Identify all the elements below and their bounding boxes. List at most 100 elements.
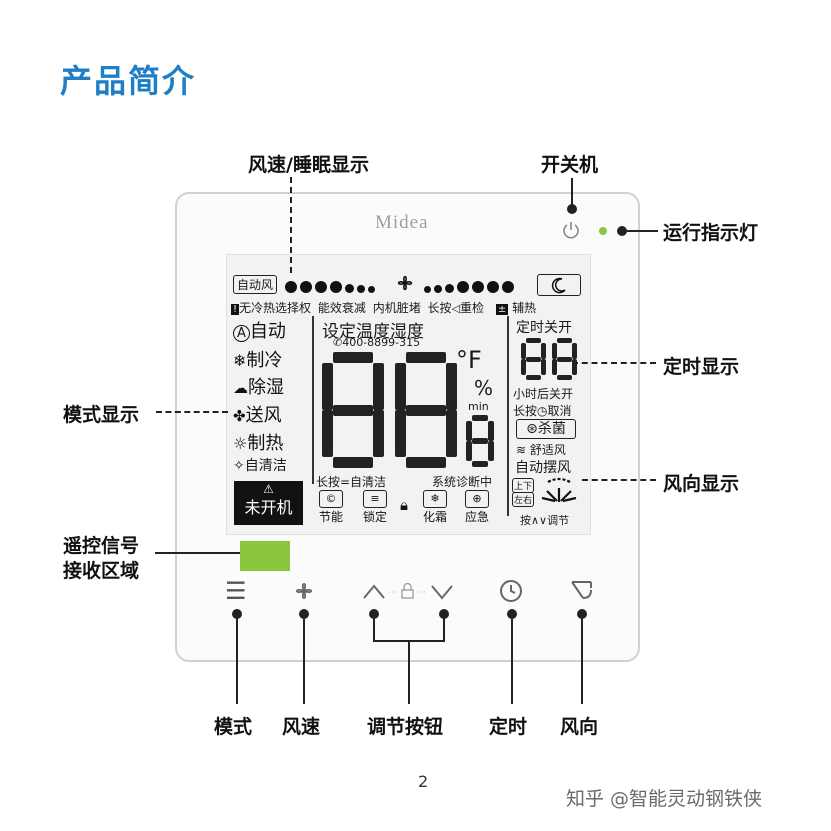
sub-digit-0-segment-d [472, 461, 488, 467]
main-digit-0-segment-a [333, 352, 373, 363]
callout-indicator: 运行指示灯 [663, 222, 759, 244]
main-digit-1-segment-b [446, 363, 457, 410]
energy-save-item: ©节能 [318, 490, 343, 524]
callout-line-direction-btn [581, 614, 583, 704]
main-digit-0-segment-f [322, 363, 333, 410]
lcd-divider-right [507, 316, 509, 516]
hours-later-label: 小时后关开 [513, 387, 574, 401]
callout-line-adjust [408, 640, 410, 704]
run-indicator-light [599, 227, 607, 235]
sub-digit-0-segment-a [472, 415, 488, 421]
main-digit-0-segment-d [333, 457, 373, 468]
down-arrow-icon [431, 585, 453, 600]
defrost-icon: ❄ [423, 490, 447, 508]
callout-line-power [571, 178, 573, 208]
sub-digit-0-segment-g [472, 438, 488, 444]
timer-digit-0-segment-c [541, 359, 546, 375]
timer-digit-0-segment-f [521, 343, 526, 359]
timer-digit-1-segment-d [557, 375, 572, 380]
sub-digit [466, 415, 494, 467]
auto-icon: A [233, 325, 250, 342]
long-press-clean-label: 长按=自清洁 [316, 475, 387, 489]
lcd-status-row: !无冷热选择权 能效衰减 内机脏堵 长按◁重检 ± 辅热 [231, 301, 537, 315]
diagnosing-label: 系统诊断中 [432, 475, 493, 489]
main-digit-0-segment-g [333, 404, 373, 416]
auto-swing-label: 自动摆风 [515, 460, 571, 476]
up-arrow-icon [363, 584, 385, 599]
label-fan-button: 风速 [282, 716, 321, 738]
slider-icon: ≡ [363, 490, 387, 508]
timer-digit-0-segment-g [526, 356, 541, 362]
snowflake-icon: ❄ [233, 351, 247, 370]
fan-speed-icon[interactable] [291, 578, 317, 604]
warning-icon: ⚠ [263, 482, 274, 496]
long-press-cancel-label: 长按◷取消 [513, 404, 572, 418]
main-digit-1-segment-c [446, 410, 457, 457]
timer-digit-1-segment-e [552, 359, 557, 375]
watermark: 知乎 @智能灵动钢铁侠 [566, 788, 763, 810]
main-digit-1-segment-g [406, 404, 446, 416]
unit-percent: % [474, 376, 494, 400]
page-number: 2 [418, 772, 429, 791]
padlock-icon: 🔒︎ [400, 496, 408, 514]
timer-digit-0-segment-b [541, 343, 546, 359]
self-clean-label: ✧自清洁 [233, 458, 287, 474]
main-digit-1-segment-d [406, 457, 446, 468]
timer-digit-0-segment-a [526, 338, 541, 343]
callout-airflow-display: 风向显示 [663, 473, 740, 495]
fan-icon: ✤ [233, 407, 246, 425]
callout-line-down [443, 614, 445, 640]
up-down-label: 上下 [512, 478, 535, 493]
set-temp-humidity-label: 设定温度湿度 [322, 322, 424, 342]
callout-line-airflow [582, 479, 656, 481]
fan-speed-dots-right [424, 278, 517, 297]
timer-clock-icon[interactable] [498, 578, 524, 604]
callout-timer-display: 定时显示 [663, 356, 740, 378]
sterilize-icon: ⊛ [526, 421, 538, 437]
label-timer-button: 定时 [489, 716, 528, 738]
phone-number: ✆400-8899-315 [333, 336, 421, 349]
timer-digits [521, 338, 577, 380]
timer-digit-0-segment-d [526, 375, 541, 380]
phone-icon: ✆ [333, 336, 343, 349]
fan-speed-dots-left [285, 278, 378, 297]
unit-fahrenheit: °F [456, 346, 482, 374]
brand-logo: Midea [375, 212, 429, 233]
callout-line-mode [156, 411, 228, 413]
clock-icon: ◷ [537, 404, 548, 418]
emergency-icon: ⊕ [465, 490, 489, 508]
comfort-wind-label: ≋ 舒适风 [516, 443, 566, 457]
timer-digit-1-segment-b [572, 343, 577, 359]
callout-fan-speed-sleep: 风速/睡眠显示 [248, 154, 369, 176]
callout-dot-power [567, 204, 577, 214]
power-icon[interactable] [561, 220, 581, 240]
sub-digit-0-segment-c [488, 441, 494, 461]
callout-line-fan-btn [303, 614, 305, 704]
mode-heat: ☼制热 [233, 433, 284, 454]
mode-menu-icon[interactable]: ☰ [225, 577, 247, 605]
sun-icon: ☼ [233, 434, 248, 453]
wind-icon: ≋ [516, 443, 527, 457]
left-right-label: 左右 [512, 492, 535, 507]
callout-remote-receiver: 遥控信号 接收区域 [63, 535, 140, 582]
label-direction-button: 风向 [560, 716, 599, 738]
sterilize-badge: ⊛杀菌 [516, 419, 576, 439]
callout-line-fan-speed [290, 177, 292, 273]
callout-mode-display: 模式显示 [63, 404, 140, 426]
callout-line-indicator [622, 230, 658, 232]
timer-digit-1-segment-g [557, 356, 572, 362]
callout-line-receiver [155, 552, 240, 554]
mode-fan: ✤送风 [233, 405, 282, 426]
callout-line-timer-btn [511, 614, 513, 704]
main-digit-1-segment-f [395, 363, 406, 410]
timer-digit-1-segment-a [557, 338, 572, 343]
adjust-buttons-group [362, 580, 454, 602]
defrost-item: ❄化霜 [422, 490, 447, 524]
sub-digit-0-segment-e [466, 441, 472, 461]
timer-digit-1-segment-f [552, 343, 557, 359]
sub-digit-0-segment-f [466, 421, 472, 441]
mode-dry: ☁除湿 [233, 377, 284, 398]
air-direction-icon[interactable] [569, 578, 595, 604]
callout-power: 开关机 [541, 154, 599, 176]
